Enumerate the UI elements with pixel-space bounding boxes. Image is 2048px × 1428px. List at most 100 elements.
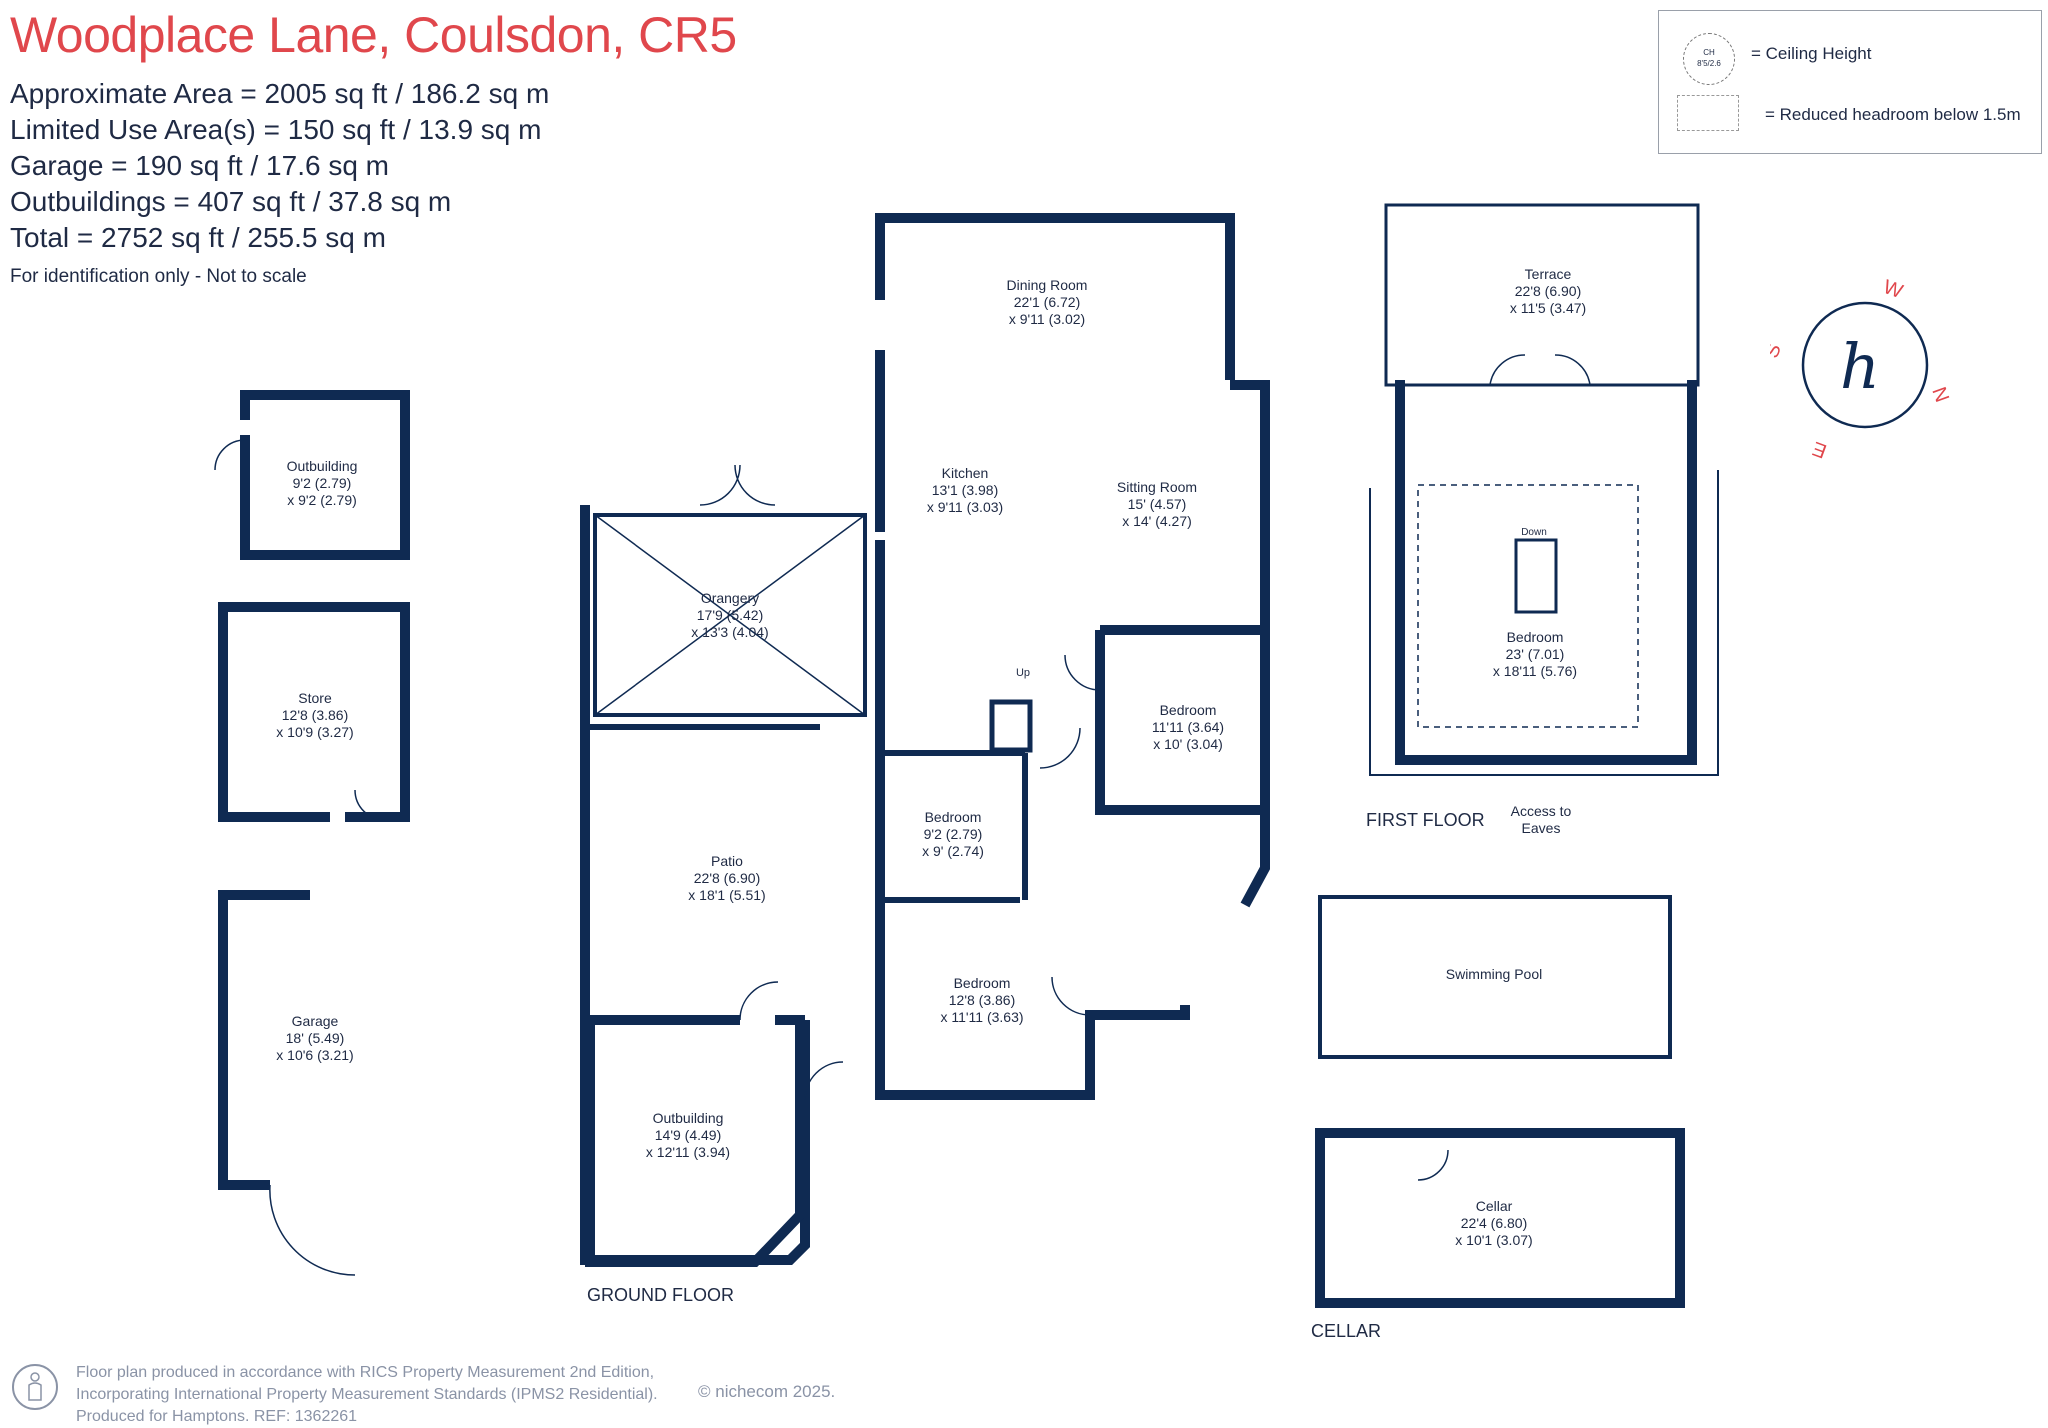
stairs-down xyxy=(1514,538,1558,614)
room-outbuilding-small-w: 9'2 (2.79) xyxy=(293,475,352,491)
door-swing-outbuilding xyxy=(214,439,246,471)
legend-reduced-label: = Reduced headroom below 1.5m xyxy=(1765,105,2021,124)
person-icon xyxy=(12,1364,58,1410)
ground-floor-label: GROUND FLOOR xyxy=(587,1285,734,1305)
area-line-approx: Approximate Area = 2005 sq ft / 186.2 sq… xyxy=(10,78,550,109)
room-outbuilding-bottom-w: 14'9 (4.49) xyxy=(655,1127,722,1143)
room-store-name: Store xyxy=(298,690,332,706)
store-walls xyxy=(218,602,410,822)
room-sitting-name: Sitting Room xyxy=(1117,479,1197,495)
room-sitting-w: 15' (4.57) xyxy=(1128,496,1187,512)
sitting-walls xyxy=(1230,380,1270,630)
area-summary: Approximate Area = 2005 sq ft / 186.2 sq… xyxy=(10,76,549,256)
room-kitchen-name: Kitchen xyxy=(942,465,989,481)
room-dining-name: Dining Room xyxy=(1007,277,1088,293)
room-patio-w: 22'8 (6.90) xyxy=(694,870,761,886)
room-terrace-name: Terrace xyxy=(1525,266,1572,282)
room-patio-d: x 18'1 (5.51) xyxy=(688,887,765,903)
room-store-w: 12'8 (3.86) xyxy=(282,707,349,723)
outbuilding-bottom-walls xyxy=(585,1015,805,1267)
room-bedroom3-w: 12'8 (3.86) xyxy=(949,992,1016,1008)
footer-text: Floor plan produced in accordance with R… xyxy=(76,1362,658,1428)
room-bedroom1-d: x 10' (3.04) xyxy=(1153,736,1223,752)
room-patio-name: Patio xyxy=(711,853,743,869)
cellar-floor-label: CELLAR xyxy=(1311,1321,1381,1341)
compass-n: N xyxy=(1927,384,1953,405)
room-terrace-w: 22'8 (6.90) xyxy=(1515,283,1582,299)
room-store-d: x 10'9 (3.27) xyxy=(276,724,353,740)
first-floor-label: FIRST FLOOR xyxy=(1366,810,1485,830)
room-garage-w: 18' (5.49) xyxy=(286,1030,345,1046)
door-swing-bedroom-3 xyxy=(1051,976,1091,1016)
property-title: Woodplace Lane, Coulsdon, CR5 xyxy=(10,7,737,63)
room-labels: Dining Room 22'1 (6.72) x 9'11 (3.02) Ki… xyxy=(276,266,1586,1248)
room-kitchen-w: 13'1 (3.98) xyxy=(932,482,999,498)
reduced-headroom-swatch-icon xyxy=(1677,95,1739,131)
reduced-headroom-area xyxy=(1417,484,1639,728)
room-outbuilding-small-name: Outbuilding xyxy=(287,458,358,474)
room-ff-bedroom-w: 23' (7.01) xyxy=(1506,646,1565,662)
door-swing-bedroom-1 xyxy=(1064,654,1101,691)
first-floor-outer-outline xyxy=(1369,470,1719,776)
room-cellar-w: 22'4 (6.80) xyxy=(1461,1215,1528,1231)
room-kitchen-d: x 9'11 (3.03) xyxy=(927,499,1003,515)
room-bedroom2-d: x 9' (2.74) xyxy=(922,843,984,859)
room-bedroom1-w: 11'11 (3.64) xyxy=(1152,719,1224,735)
door-swing-outbuilding-bottom xyxy=(739,981,779,1021)
dining-walls xyxy=(875,213,1235,380)
legend-box: CH 8'5/2.6 = Ceiling Height = Reduced he… xyxy=(1658,10,2042,154)
door-swing-cellar xyxy=(1417,1149,1449,1181)
shower-tray xyxy=(989,699,1033,753)
area-line-total: Total = 2752 sq ft / 255.5 sq m xyxy=(10,222,386,253)
room-cellar-d: x 10'1 (3.07) xyxy=(1455,1232,1532,1248)
garage-walls xyxy=(218,890,310,1190)
door-swing-store xyxy=(354,789,386,821)
stairs-down-label: Down xyxy=(1521,527,1547,538)
swimming-pool-outline xyxy=(1318,895,1672,1059)
orangery-roof xyxy=(593,513,867,717)
footer-line-3: Produced for Hamptons. REF: 1362261 xyxy=(76,1408,358,1425)
room-dining-d: x 9'11 (3.02) xyxy=(1009,311,1085,327)
copyright-brand: © nichecom 2025. xyxy=(698,1382,836,1401)
footer-line-1: Floor plan produced in accordance with R… xyxy=(76,1364,655,1381)
footer-line-2: Incorporating International Property Mea… xyxy=(76,1386,658,1403)
door-swing-orangery xyxy=(699,464,776,506)
door-swing-bedroom-2 xyxy=(1039,727,1081,769)
compass-icon: h W N E S xyxy=(1770,276,1953,460)
door-swing-patio xyxy=(804,1061,844,1101)
room-bedroom2-w: 9'2 (2.79) xyxy=(924,826,983,842)
outbuilding-small-walls xyxy=(240,390,410,560)
area-line-limited: Limited Use Area(s) = 150 sq ft / 13.9 s… xyxy=(10,114,542,145)
eaves-line-1: Access to xyxy=(1511,803,1572,819)
legend-ceiling-label: = Ceiling Height xyxy=(1751,44,1872,63)
first-floor-walls xyxy=(1395,380,1697,765)
room-bedroom2-name: Bedroom xyxy=(925,809,982,825)
door-swing-terrace xyxy=(1489,354,1591,386)
room-bedroom3-name: Bedroom xyxy=(954,975,1011,991)
room-dining-w: 22'1 (6.72) xyxy=(1014,294,1081,310)
hall-walls xyxy=(1240,810,1270,908)
room-ff-bedroom-d: x 18'11 (5.76) xyxy=(1493,663,1577,679)
door-swing-garage xyxy=(269,1184,356,1276)
room-garage-name: Garage xyxy=(292,1013,339,1029)
room-terrace-d: x 11'5 (3.47) xyxy=(1510,300,1586,316)
room-bedroom3-d: x 11'11 (3.63) xyxy=(940,1009,1023,1025)
pool-name: Swimming Pool xyxy=(1446,966,1542,982)
scale-disclaimer: For identification only - Not to scale xyxy=(10,266,307,287)
room-outbuilding-small-d: x 9'2 (2.79) xyxy=(287,492,357,508)
room-orangery-name: Orangery xyxy=(701,590,759,606)
orangery-roof-ridge-2 xyxy=(594,514,866,716)
terrace-outline xyxy=(1384,203,1700,387)
stairs-up-label: Up xyxy=(1016,667,1030,679)
area-line-garage: Garage = 190 sq ft / 17.6 sq m xyxy=(10,150,389,181)
room-outbuilding-bottom-name: Outbuilding xyxy=(653,1110,724,1126)
room-cellar-name: Cellar xyxy=(1476,1198,1513,1214)
room-orangery-d: x 13'3 (4.04) xyxy=(691,624,768,640)
room-ff-bedroom-name: Bedroom xyxy=(1507,629,1564,645)
room-garage-d: x 10'6 (3.21) xyxy=(276,1047,353,1063)
room-outbuilding-bottom-d: x 12'11 (3.94) xyxy=(646,1144,730,1160)
ceiling-height-badge-icon: CH 8'5/2.6 xyxy=(1683,33,1735,85)
room-sitting-d: x 14' (4.27) xyxy=(1122,513,1192,529)
bedroom-block-walls xyxy=(875,540,1190,1100)
